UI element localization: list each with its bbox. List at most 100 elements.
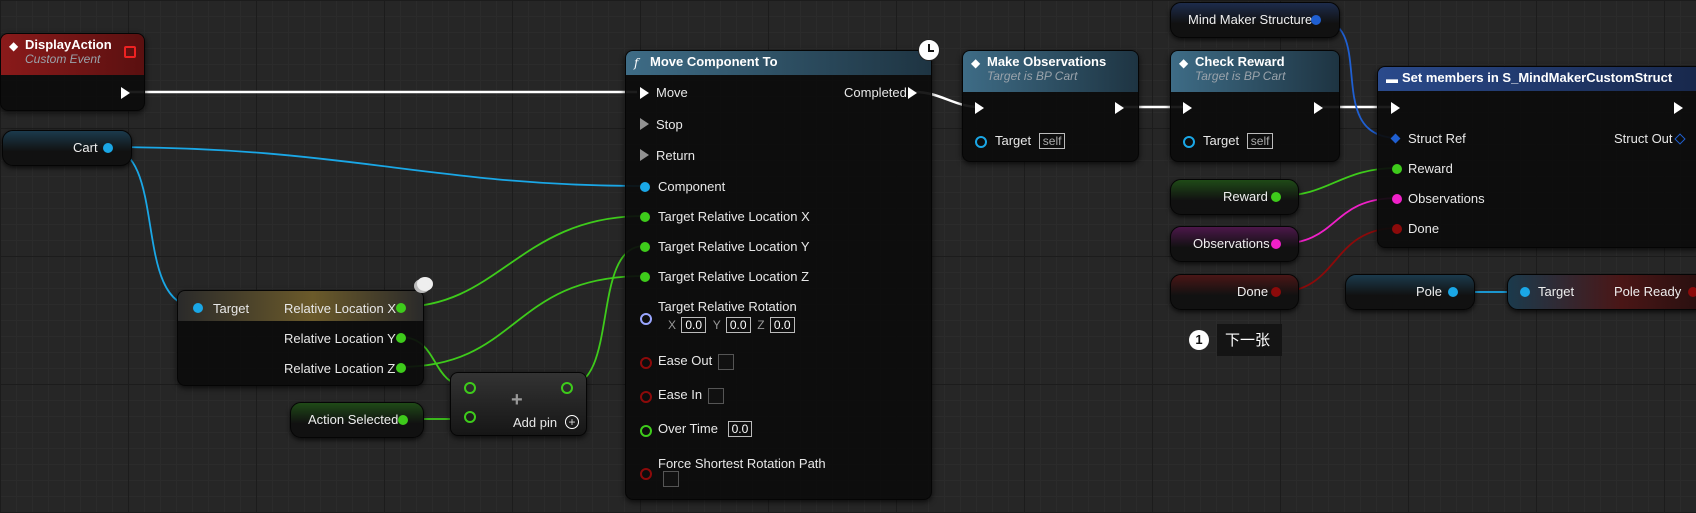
function-icon: f	[634, 56, 639, 70]
rotation-y-input[interactable]: 0.0	[725, 317, 751, 333]
add-input-a-pin[interactable]	[464, 382, 476, 394]
check-reward-exec-in-pin[interactable]	[1183, 102, 1192, 114]
set-members-exec-out-pin[interactable]	[1674, 102, 1683, 114]
make-obs-target-label: Target	[995, 133, 1032, 148]
display-action-event-node[interactable]: ◆ DisplayAction Custom Event	[0, 33, 145, 111]
struct-ref-pin[interactable]	[1390, 133, 1401, 144]
move-exec-in-pin[interactable]	[640, 87, 649, 99]
check-reward-node[interactable]: ◆ Check Reward Target is BP Cart Target …	[1170, 50, 1340, 162]
target-location-x-pin[interactable]	[640, 212, 650, 222]
delegate-pin[interactable]	[124, 46, 136, 58]
cart-label: Cart	[73, 140, 98, 155]
component-pin[interactable]	[640, 182, 650, 192]
make-obs-self-field[interactable]: self	[1038, 133, 1066, 149]
observations-input-pin[interactable]	[1392, 194, 1402, 204]
observations-variable-node[interactable]: Observations	[1170, 226, 1299, 262]
ease-out-pin[interactable]	[640, 357, 652, 369]
pole-ready-target-label: Target	[1538, 284, 1575, 299]
rotation-xyz-fields: X 0.0 Y 0.0 Z 0.0	[668, 317, 795, 333]
ease-out-label: Ease Out	[658, 353, 713, 368]
pole-ready-node[interactable]: Target Pole Ready	[1507, 274, 1696, 310]
done-variable-node[interactable]: Done	[1170, 274, 1299, 310]
add-float-node[interactable]: + Add pin +	[450, 372, 587, 436]
done-var-output-pin[interactable]	[1271, 287, 1281, 297]
check-reward-target-pin[interactable]	[1183, 136, 1195, 148]
check-reward-exec-out-pin[interactable]	[1314, 102, 1323, 114]
target-rotation-label: Target Relative Rotation	[658, 299, 797, 314]
make-obs-target-pin[interactable]	[975, 136, 987, 148]
completed-exec-out-pin[interactable]	[908, 87, 917, 99]
check-reward-target-label: Target	[1203, 133, 1240, 148]
break-target-pin[interactable]	[193, 303, 203, 313]
rotation-z-input[interactable]: 0.0	[769, 317, 795, 333]
reward-variable-node[interactable]: Reward	[1170, 179, 1299, 215]
pole-var-output-pin[interactable]	[1448, 287, 1458, 297]
add-input-b-pin[interactable]	[464, 411, 476, 423]
relative-location-z-pin[interactable]	[396, 363, 406, 373]
over-time-input[interactable]: 0.0	[727, 421, 753, 437]
action-selected-variable-node[interactable]: Action Selected	[290, 402, 424, 438]
force-shortest-pin[interactable]	[640, 468, 652, 480]
mind-maker-label: Mind Maker Structure	[1188, 12, 1313, 27]
event-subtitle: Custom Event	[25, 52, 101, 66]
pole-ready-target-pin[interactable]	[1520, 287, 1530, 297]
target-location-y-label: Target Relative Location Y	[658, 239, 810, 254]
reward-var-label: Reward	[1223, 189, 1268, 204]
reward-var-output-pin[interactable]	[1271, 192, 1281, 202]
struct-out-pin[interactable]	[1674, 133, 1686, 145]
cart-output-pin[interactable]	[103, 143, 113, 153]
rotation-x-input[interactable]: 0.0	[681, 317, 707, 333]
mind-maker-output-pin[interactable]	[1311, 15, 1321, 25]
ease-out-checkbox[interactable]	[718, 353, 735, 370]
exec-out-pin[interactable]	[121, 87, 130, 99]
target-location-z-pin[interactable]	[640, 272, 650, 282]
move-component-to-node[interactable]: f Move Component To Move Completed Stop …	[625, 50, 932, 500]
break-header	[178, 291, 423, 321]
check-reward-self-field[interactable]: self	[1246, 133, 1274, 149]
object-wire-cart-target	[105, 146, 198, 308]
add-pin-label: Add pin	[513, 415, 558, 430]
pole-ready-output-pin[interactable]	[1688, 287, 1696, 297]
stop-label: Stop	[656, 117, 683, 132]
cart-variable-node[interactable]: Cart	[2, 130, 132, 166]
set-members-struct-node[interactable]: ▬ Set members in S_MindMakerCustomStruct…	[1377, 66, 1696, 248]
rotation-x-label: X	[668, 318, 677, 332]
event-icon: ◆	[9, 39, 19, 53]
target-location-y-pin[interactable]	[640, 242, 650, 252]
return-label: Return	[656, 148, 696, 163]
make-obs-exec-out-pin[interactable]	[1115, 102, 1124, 114]
break-location-node[interactable]: Target Relative Location X Relative Loca…	[177, 290, 424, 386]
function-call-icon: ◆	[971, 56, 981, 70]
relative-location-x-pin[interactable]	[396, 303, 406, 313]
action-selected-output-pin[interactable]	[398, 415, 408, 425]
pole-variable-node[interactable]: Pole	[1345, 274, 1475, 310]
node-comment-bubble-icon[interactable]	[417, 277, 433, 291]
target-rotation-pin[interactable]	[640, 313, 652, 325]
force-shortest-checkbox[interactable]	[663, 471, 679, 487]
event-title: DisplayAction	[25, 37, 112, 52]
function-call-icon: ◆	[1179, 56, 1189, 70]
ease-in-checkbox[interactable]	[708, 387, 725, 404]
add-output-pin[interactable]	[561, 382, 573, 394]
move-label: Move	[656, 85, 688, 100]
object-wire-cart-component	[105, 146, 645, 187]
return-exec-in-pin[interactable]	[640, 149, 649, 161]
done-input-pin[interactable]	[1392, 224, 1402, 234]
make-observations-node[interactable]: ◆ Make Observations Target is BP Cart Ta…	[962, 50, 1139, 162]
relative-location-y-pin[interactable]	[396, 333, 406, 343]
reward-input-pin[interactable]	[1392, 164, 1402, 174]
struct-ref-label: Struct Ref	[1408, 131, 1466, 146]
target-location-x-label: Target Relative Location X	[658, 209, 810, 224]
over-time-pin[interactable]	[640, 425, 652, 437]
stop-exec-in-pin[interactable]	[640, 118, 649, 130]
float-wire-x	[399, 215, 645, 308]
pole-var-label: Pole	[1416, 284, 1443, 299]
add-operator-icon: +	[511, 389, 523, 411]
make-obs-exec-in-pin[interactable]	[975, 102, 984, 114]
set-members-exec-in-pin[interactable]	[1391, 102, 1400, 114]
make-obs-header: ◆ Make Observations Target is BP Cart	[963, 51, 1138, 92]
observations-var-output-pin[interactable]	[1271, 239, 1281, 249]
add-pin-icon[interactable]: +	[565, 415, 579, 429]
mind-maker-structure-variable-node[interactable]: Mind Maker Structure	[1170, 2, 1340, 38]
ease-in-pin[interactable]	[640, 391, 652, 403]
